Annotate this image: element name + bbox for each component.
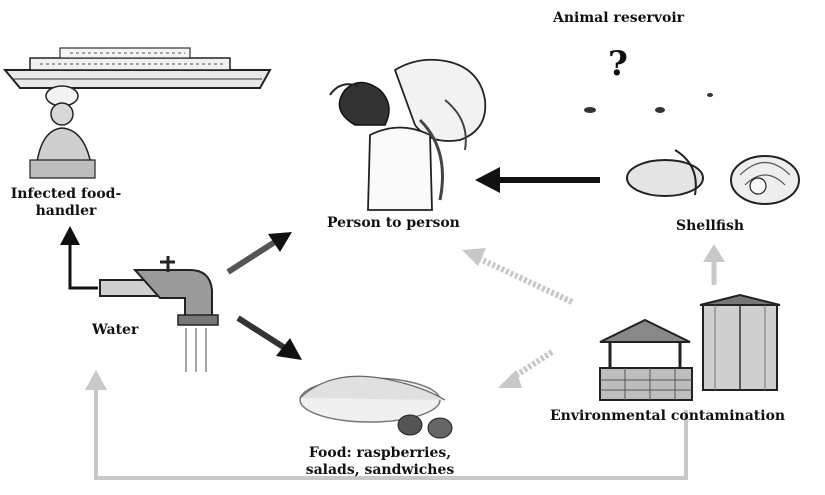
- shellfish-icon: [627, 150, 799, 204]
- animal-reservoir-label: Animal reservoir: [553, 10, 684, 27]
- food-label-line2: salads, sandwiches: [290, 462, 470, 479]
- environmental-contamination-label: Environmental contamination: [550, 408, 785, 425]
- infected-food-handler-line1: Infected food-: [0, 186, 132, 203]
- arrow-env-to-person: [462, 248, 572, 302]
- arrow-water-to-food: [238, 318, 302, 360]
- shellfish-label: Shellfish: [676, 218, 744, 235]
- cruise-ship-icon: [5, 48, 270, 88]
- embracing-people-icon: [330, 60, 485, 210]
- food-plate-icon: [300, 376, 452, 438]
- arrow-water-to-handler: [60, 226, 98, 288]
- food-label: Food: raspberries, salads, sandwiches: [290, 445, 470, 479]
- arrow-shellfish-to-person: [475, 167, 600, 193]
- infected-food-handler-line2: handler: [0, 203, 132, 220]
- water-label: Water: [92, 322, 138, 339]
- question-mark: ?: [608, 44, 628, 84]
- food-handler-icon: [30, 86, 95, 178]
- person-to-person-label: Person to person: [327, 215, 460, 232]
- speck-marks: [584, 93, 713, 113]
- food-label-line1: Food: raspberries,: [290, 445, 470, 462]
- outhouse-icon: [700, 295, 780, 390]
- arrow-water-to-person: [228, 232, 292, 272]
- infected-food-handler-label: Infected food- handler: [0, 186, 132, 220]
- arrow-env-to-food: [498, 352, 552, 388]
- water-tap-icon: [100, 256, 218, 372]
- arrow-env-to-shellfish: [703, 244, 725, 285]
- water-well-icon: [600, 320, 692, 400]
